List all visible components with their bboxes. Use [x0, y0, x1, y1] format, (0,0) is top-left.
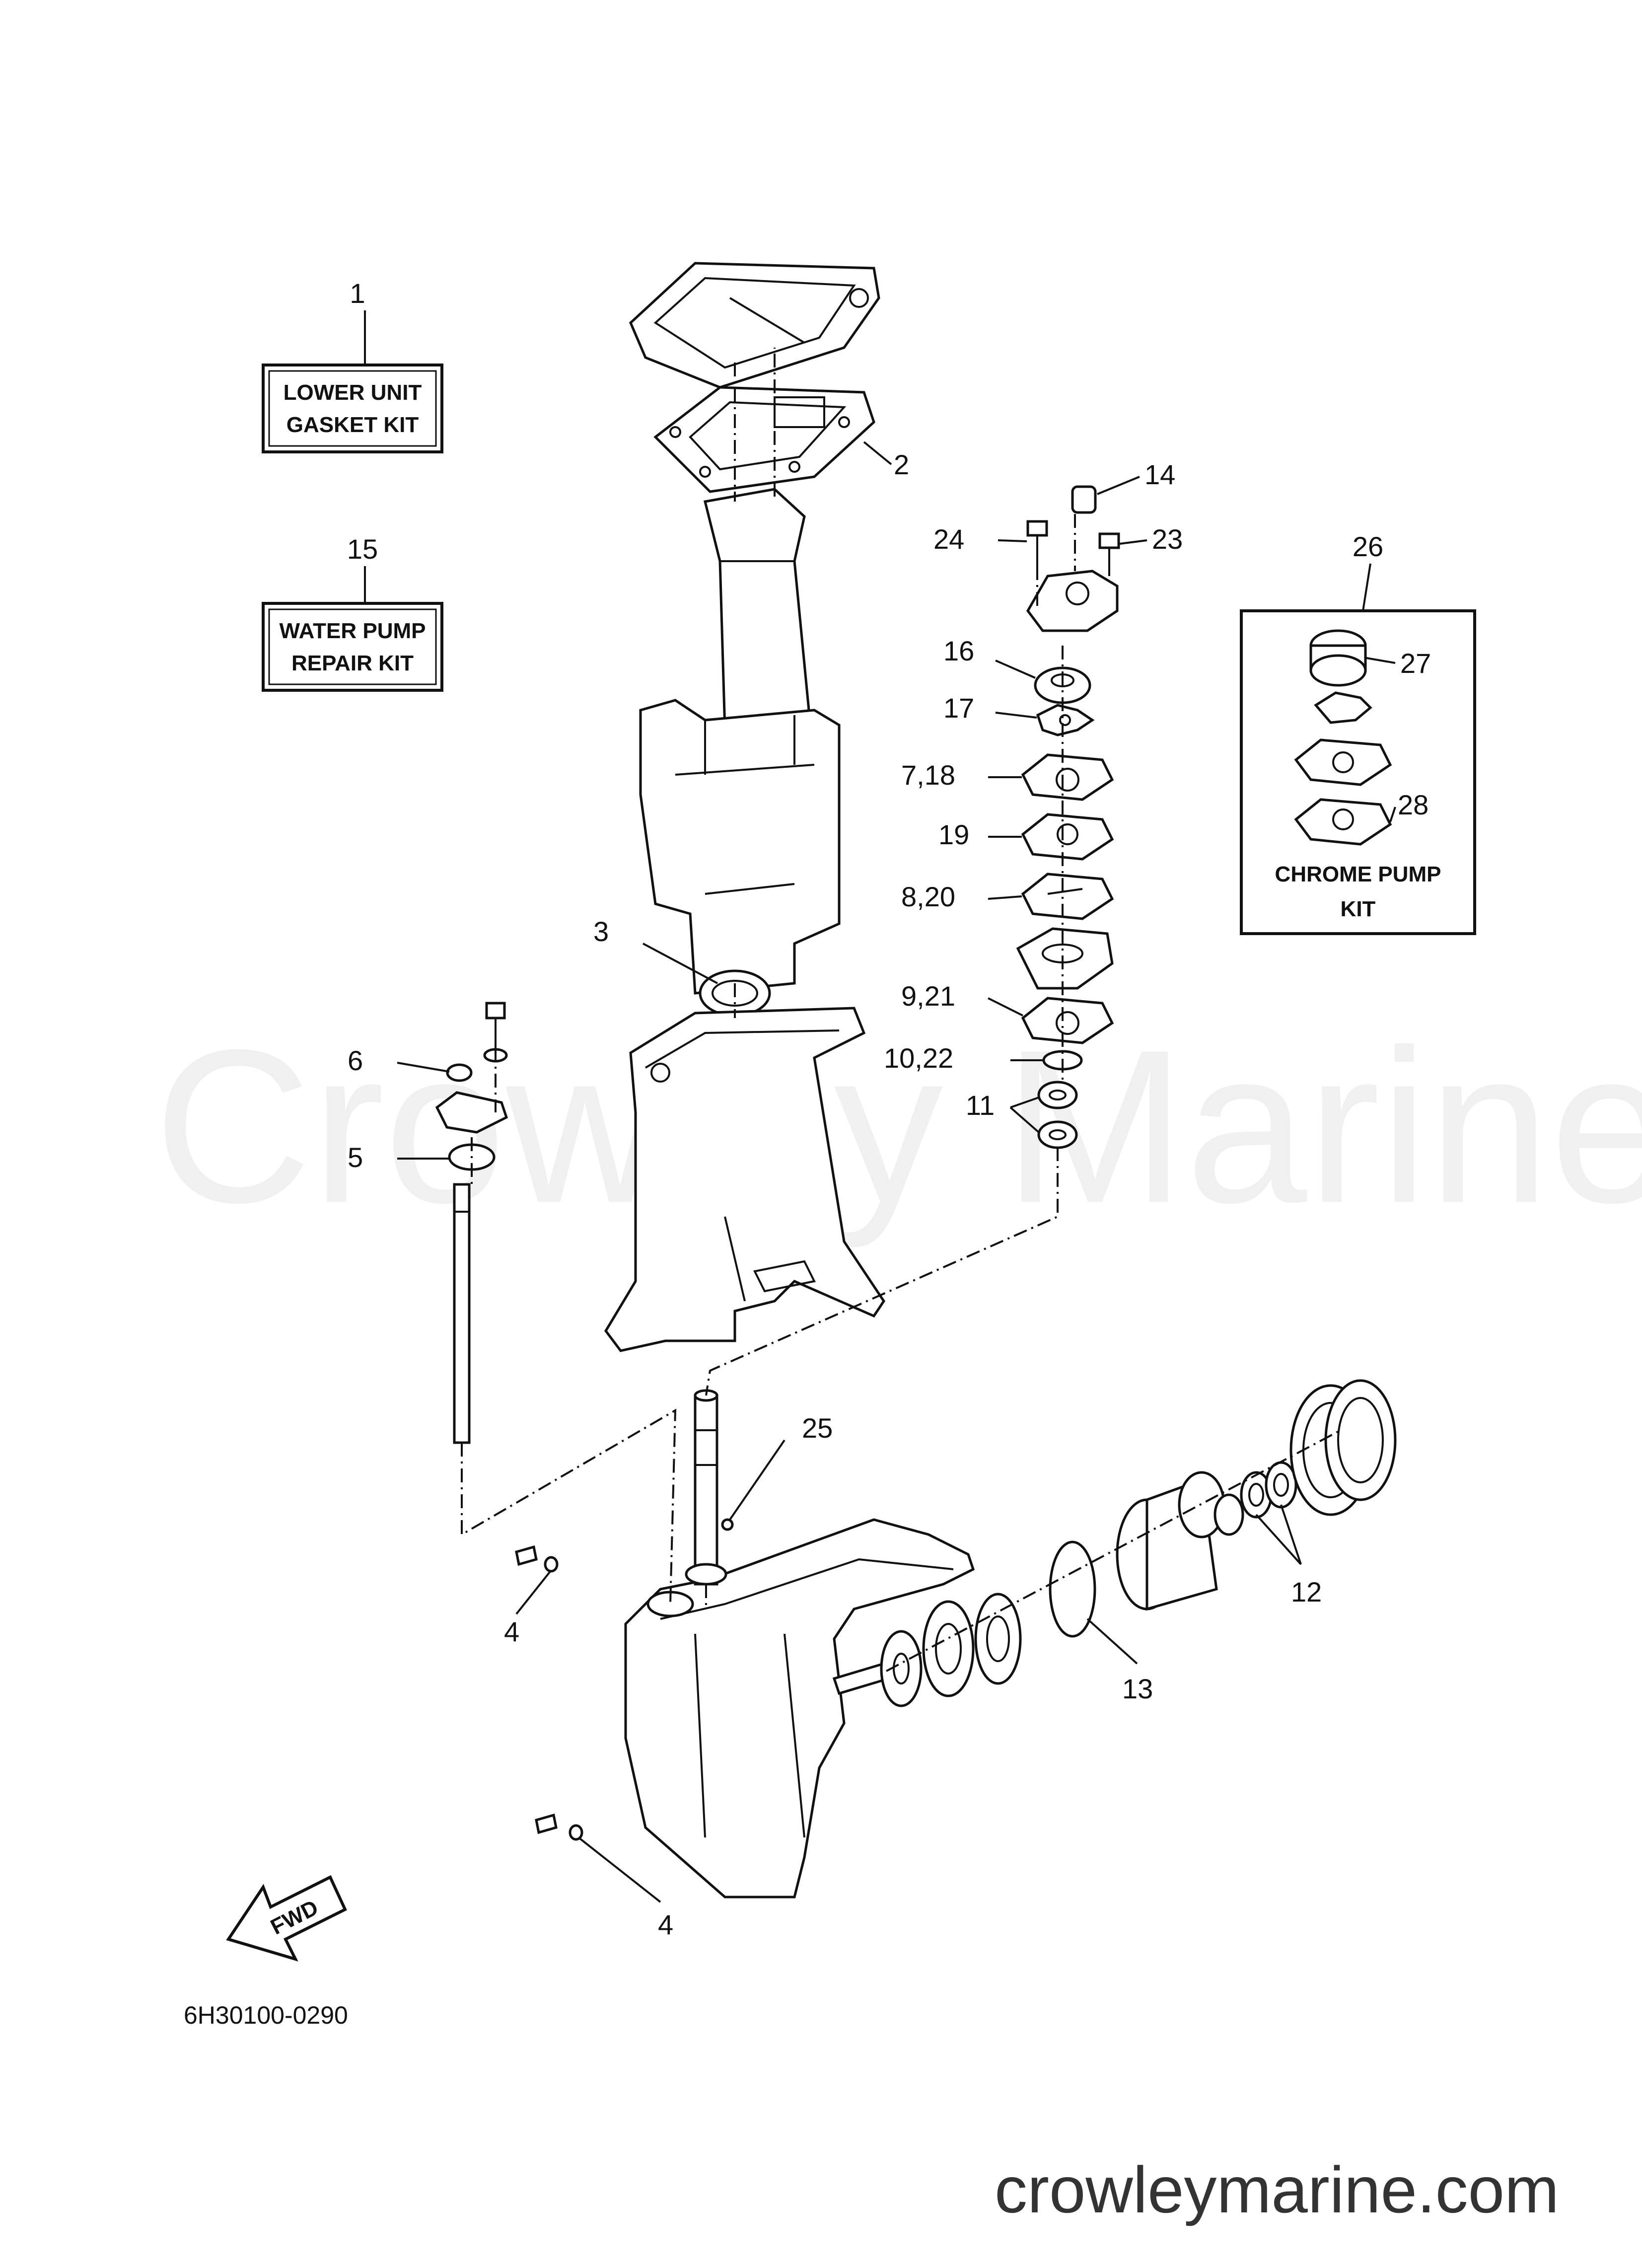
chrome-pump-kit-box: 26 CHROME PUMP KIT: [1240, 531, 1476, 935]
callout-10-22: 10,22: [884, 1042, 953, 1074]
watermark-text: Crowley Marine: [154, 1005, 1642, 1249]
gearcase: [515, 1389, 975, 1899]
callout-2: 2: [894, 449, 909, 480]
callout-6: 6: [348, 1045, 363, 1076]
callout-5: 5: [348, 1142, 363, 1173]
callout-4-upper: 4: [504, 1616, 519, 1647]
gasket-kit-line1: LOWER UNIT: [284, 380, 422, 405]
callout-9-21: 9,21: [901, 980, 955, 1012]
callout-numbers: 2 3 6 5 14 24 23 16 17 7,18 19 8,20 9,21…: [348, 449, 1431, 1940]
callout-25: 25: [802, 1412, 833, 1444]
chrome-pump-kit-line1: CHROME PUMP: [1275, 862, 1441, 886]
callout-4-lower: 4: [658, 1909, 673, 1940]
callout-11: 11: [966, 1090, 995, 1121]
callout-26: 26: [1353, 531, 1383, 562]
lower-casing: [604, 1007, 886, 1352]
callout-27: 27: [1400, 648, 1431, 679]
callout-15: 15: [347, 533, 378, 565]
website-url: crowleymarine.com: [995, 2153, 1559, 2226]
gasket-kit-line2: GASKET KIT: [286, 413, 419, 437]
water-pump-kit-box: 15 WATER PUMP REPAIR KIT: [262, 533, 443, 692]
callout-28: 28: [1398, 789, 1428, 820]
drawing-code: 6H30100-0290: [184, 2001, 348, 2029]
callout-13: 13: [1122, 1673, 1153, 1704]
callout-17: 17: [943, 692, 974, 724]
gasket-kit-box: 1 LOWER UNIT GASKET KIT: [262, 278, 443, 453]
callout-16: 16: [943, 635, 974, 666]
callout-12: 12: [1291, 1576, 1322, 1608]
callout-1: 1: [350, 278, 365, 309]
callout-leaders: [397, 441, 1396, 1903]
callout-23: 23: [1152, 523, 1183, 555]
callout-3: 3: [593, 916, 609, 947]
callout-19: 19: [938, 819, 969, 850]
propeller-shaft-parts: [880, 1379, 1397, 1707]
exhaust-plate-and-gasket: [629, 262, 880, 493]
callout-7-18: 7,18: [901, 759, 955, 791]
forward-direction-arrow: FWD: [226, 1875, 347, 1962]
callout-8-20: 8,20: [901, 881, 955, 912]
chrome-pump-kit-line2: KIT: [1341, 897, 1376, 921]
water-pump-kit-line1: WATER PUMP: [280, 619, 426, 643]
callout-24: 24: [933, 523, 964, 555]
water-pump-kit-line2: REPAIR KIT: [291, 651, 414, 675]
callout-14: 14: [1144, 459, 1175, 490]
exhaust-pipe-and-upper-casing: [639, 488, 841, 995]
assembly-lines: [461, 348, 1341, 1672]
